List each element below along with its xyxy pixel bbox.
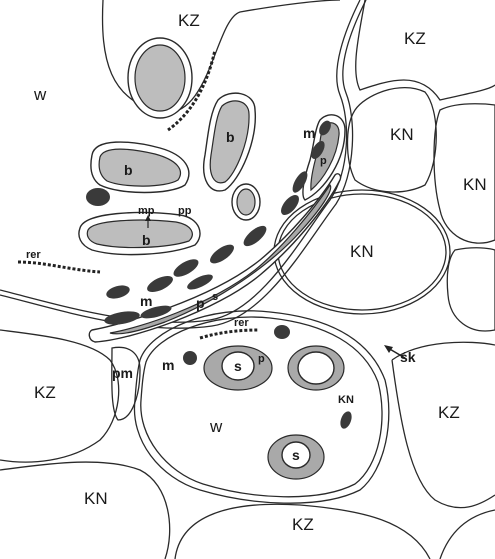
- label-kn-right-far: KN: [463, 175, 487, 194]
- lower-cell-wall-outer: [134, 311, 388, 503]
- label-kn-bottom-left: KN: [84, 489, 108, 508]
- plastid-b3-inner: [87, 220, 192, 247]
- label-b3: b: [142, 232, 151, 248]
- label-pp: pp: [178, 205, 192, 217]
- label-kz-top-right: KZ: [404, 29, 426, 48]
- label-kz-right-lower: KZ: [438, 403, 460, 422]
- label-w-left: w: [33, 85, 47, 104]
- label-rer-lower: rer: [234, 317, 249, 329]
- plastid-top-inner: [135, 45, 185, 111]
- label-p-lower: p: [258, 353, 265, 365]
- label-kz-bottom: KZ: [292, 515, 314, 534]
- label-mp: mp: [138, 205, 155, 217]
- label-rer-left: rer: [26, 249, 41, 261]
- plastids-b: [79, 38, 260, 255]
- label-kz-left: KZ: [34, 383, 56, 402]
- mitochondrion: [274, 325, 290, 339]
- kn-right-lower-cell-wall: [447, 248, 495, 331]
- mitochondrion: [240, 222, 269, 249]
- kz-right-lower-cell-wall: [392, 342, 495, 507]
- kz-top-right-cell-wall: [356, 0, 495, 100]
- label-s-mid: s: [212, 291, 218, 303]
- label-b1: b: [124, 162, 133, 178]
- mitochondrion: [105, 283, 131, 301]
- label-b2: b: [226, 129, 235, 145]
- label-s-lower2: s: [292, 447, 300, 463]
- label-kn-lower-small: KN: [338, 394, 354, 406]
- mitochondrion: [145, 273, 175, 296]
- kz-bottom-right-wall: [440, 510, 495, 559]
- sk-arrowhead: [384, 345, 393, 353]
- mitochondrion: [338, 410, 354, 430]
- label-w-lower: w: [209, 417, 223, 436]
- rer-lower: [200, 330, 258, 338]
- mitochondrion: [183, 351, 197, 365]
- label-s-lower1: s: [234, 358, 242, 374]
- label-sk: śk: [400, 349, 416, 365]
- label-kn-center: KN: [350, 242, 374, 261]
- kz-left-cell-wall: [0, 330, 119, 462]
- plastid-small-inner: [237, 189, 255, 215]
- lower-plastids: [204, 346, 344, 479]
- lower-plastid-2-starch: [298, 352, 334, 384]
- lower-cell-wall-inner: [141, 317, 382, 497]
- rer-left: [18, 262, 100, 272]
- label-p-upper: p: [320, 155, 327, 167]
- label-pm: pm: [112, 365, 133, 381]
- label-kn-right-upper: KN: [390, 125, 414, 144]
- label-m-lower: m: [162, 357, 174, 373]
- kn-far-right-cell-wall: [434, 104, 495, 243]
- mitochondrion: [185, 272, 215, 293]
- label-m-upper: m: [303, 125, 315, 141]
- label-kz-top: KZ: [178, 11, 200, 30]
- mitochondrion: [86, 188, 110, 206]
- label-m-mid: m: [140, 293, 152, 309]
- label-p-mid: p: [196, 295, 205, 311]
- mitochondrion: [171, 256, 201, 280]
- kn-bottom-left-cell-wall: [0, 462, 170, 559]
- mitochondrion: [207, 241, 237, 267]
